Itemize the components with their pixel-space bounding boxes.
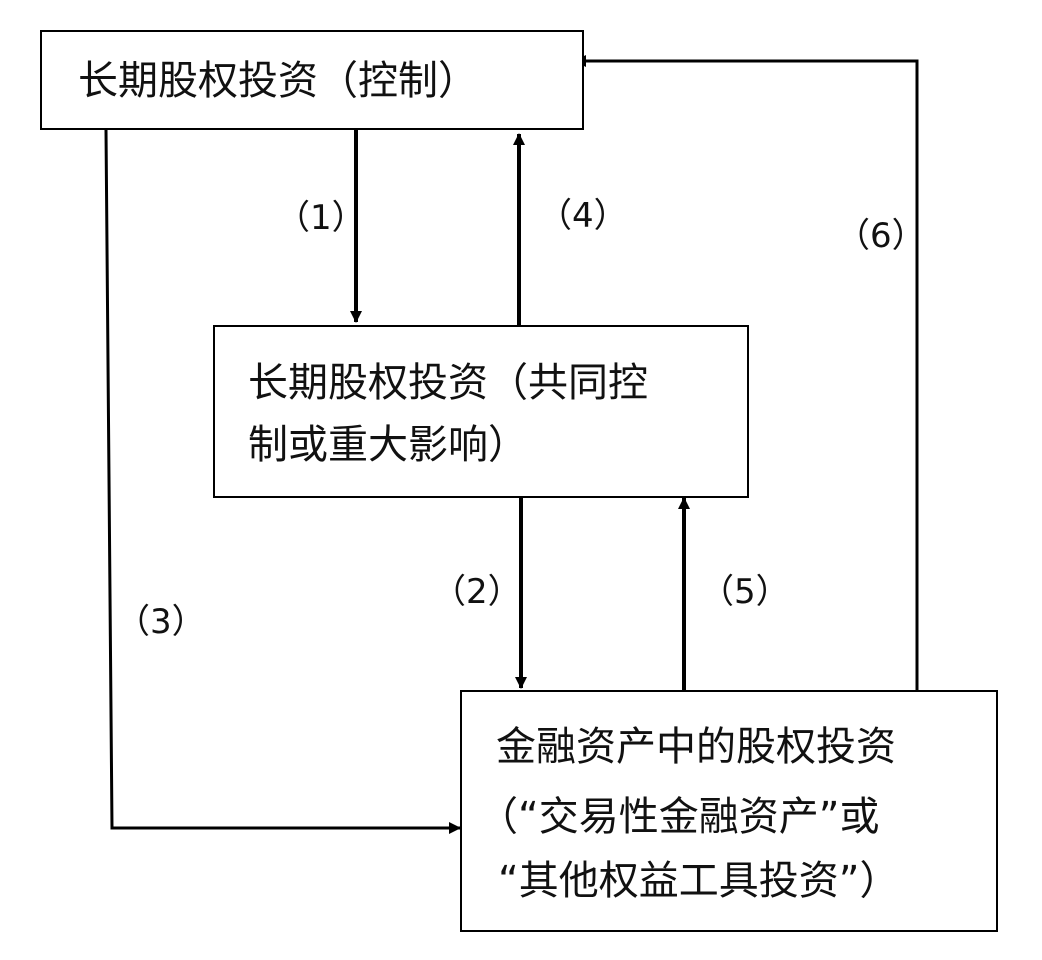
node-financial-box [460, 690, 998, 932]
node-joint-label-line1: 长期股权投资（共同控 [248, 360, 648, 406]
node-financial-label-line3: “其他权益工具投资”） [498, 858, 900, 904]
node-joint-label-line2: 制或重大影响） [248, 422, 528, 468]
edge-5-label: （5） [700, 572, 790, 612]
edge-4-label: （4） [538, 196, 628, 236]
edge-1-label: （1） [276, 198, 366, 238]
node-control-label: 长期股权投资（控制） [78, 58, 478, 104]
edge-6-arrow [574, 55, 919, 690]
edge-2-label: （2） [432, 572, 522, 612]
edge-6-label: （6） [836, 216, 926, 256]
node-financial-label-line1: 金融资产中的股权投资 [496, 724, 896, 770]
node-control-box [40, 30, 584, 130]
node-joint-box [213, 325, 749, 498]
edge-3-arrow [104, 129, 461, 834]
node-financial-label-line2: （“交易性金融资产”或 [478, 794, 880, 840]
edge-3-label: （3） [116, 602, 206, 642]
